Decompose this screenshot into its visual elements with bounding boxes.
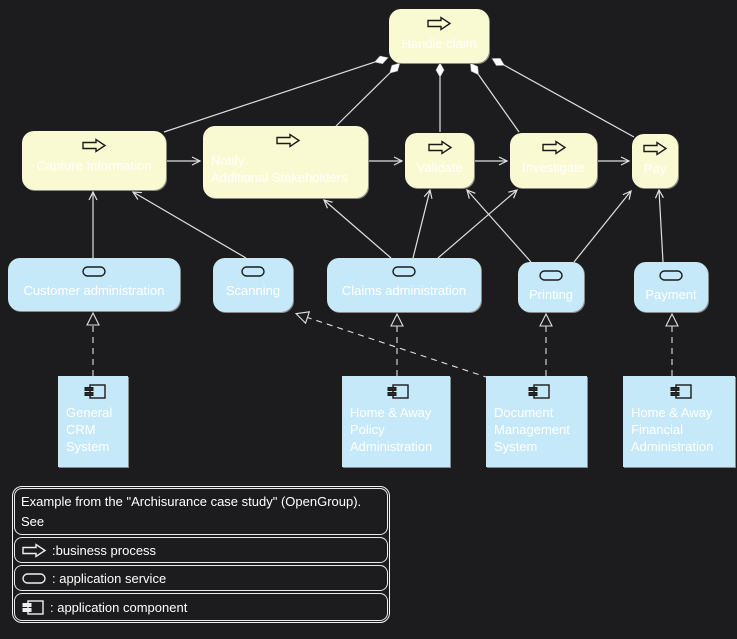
edge-serving-printing-pay [573,189,632,263]
edge-composition-handle-claim-capture-information [163,55,389,133]
process-notify-additional-stakeholders: Notify Additional Stakeholders [203,126,368,198]
edge-serving-payment-pay [654,188,664,263]
edge-serving-claims-administration-investigate [437,189,519,259]
component-document-management-system: Document Management System [486,376,587,467]
node-label: Capture Information [36,158,152,173]
service-payment: Payment [634,262,708,312]
application-component-icon [22,599,44,615]
application-service-icon [539,270,563,281]
application-service-icon [659,270,683,281]
legend-row-application-service: : application service [14,565,388,591]
edge-serving-claims-administration-validate [412,188,433,259]
legend-label: : application service [52,570,167,586]
process-investigate: Investigate [510,133,597,188]
service-printing: Printing [518,262,584,312]
application-service-icon [82,266,106,277]
node-label: Notify Additional Stakeholders [211,153,348,185]
legend-row-business-process: :business process [14,537,388,563]
legend: Example from the "Archisurance case stud… [12,486,390,623]
node-label: Investigate [522,160,585,175]
legend-label: :business process [52,542,157,558]
business-process-icon [541,140,566,155]
node-label: Pay [643,161,667,176]
edge-realization-dms-scanning [294,311,490,379]
application-component-icon [670,384,692,399]
edge-composition-handle-claim-investigate [470,62,520,133]
process-handle-claim: Handle claim [389,9,489,63]
edge-serving-printing-validate [466,188,532,263]
legend-note-row: Example from the "Archisurance case stud… [14,488,388,535]
application-component-icon [84,384,106,399]
edge-composition-handle-claim-pay [491,58,635,138]
node-label: Home & Away Financial Administration [631,405,714,454]
node-label: Validate [416,160,463,175]
component-home-away-financial-administration: Home & Away Financial Administration [623,376,735,467]
process-capture-information: Capture Information [22,131,166,190]
node-label: Document Management System [494,405,570,454]
edge-serving-scanning-capture [131,191,247,259]
business-process-icon [427,16,452,31]
node-label: Home & Away Policy Administration [350,405,433,454]
process-pay: Pay [632,134,678,188]
application-service-icon [22,572,46,584]
component-home-away-policy-administration: Home & Away Policy Administration [342,376,450,467]
business-process-icon [22,542,47,558]
legend-label: : application component [50,599,188,615]
node-label: Handle claim [401,36,477,51]
node-label: Claims administration [341,283,467,298]
application-service-icon [241,266,265,277]
node-label: Customer administration [23,283,165,298]
business-process-icon [427,140,452,155]
node-label: General CRM System [66,405,113,454]
application-component-icon [387,384,409,399]
edge-serving-claims-administration-notify [322,199,392,259]
legend-row-application-component: : application component [14,593,388,621]
business-process-icon [82,138,107,153]
node-label: Scanning [225,283,281,298]
node-label: Printing [528,287,574,302]
edge-composition-handle-claim-notify [335,62,401,127]
application-component-icon [528,384,550,399]
node-label: Payment [645,287,697,302]
process-validate: Validate [405,133,474,188]
application-service-icon [392,266,416,277]
service-scanning: Scanning [213,258,293,312]
service-claims-administration: Claims administration [327,258,481,312]
business-process-icon [643,141,668,156]
service-customer-administration: Customer administration [8,258,180,311]
component-general-crm-system: General CRM System [58,376,128,467]
business-process-icon [275,133,300,148]
legend-note: Example from the "Archisurance case stud… [21,494,362,529]
